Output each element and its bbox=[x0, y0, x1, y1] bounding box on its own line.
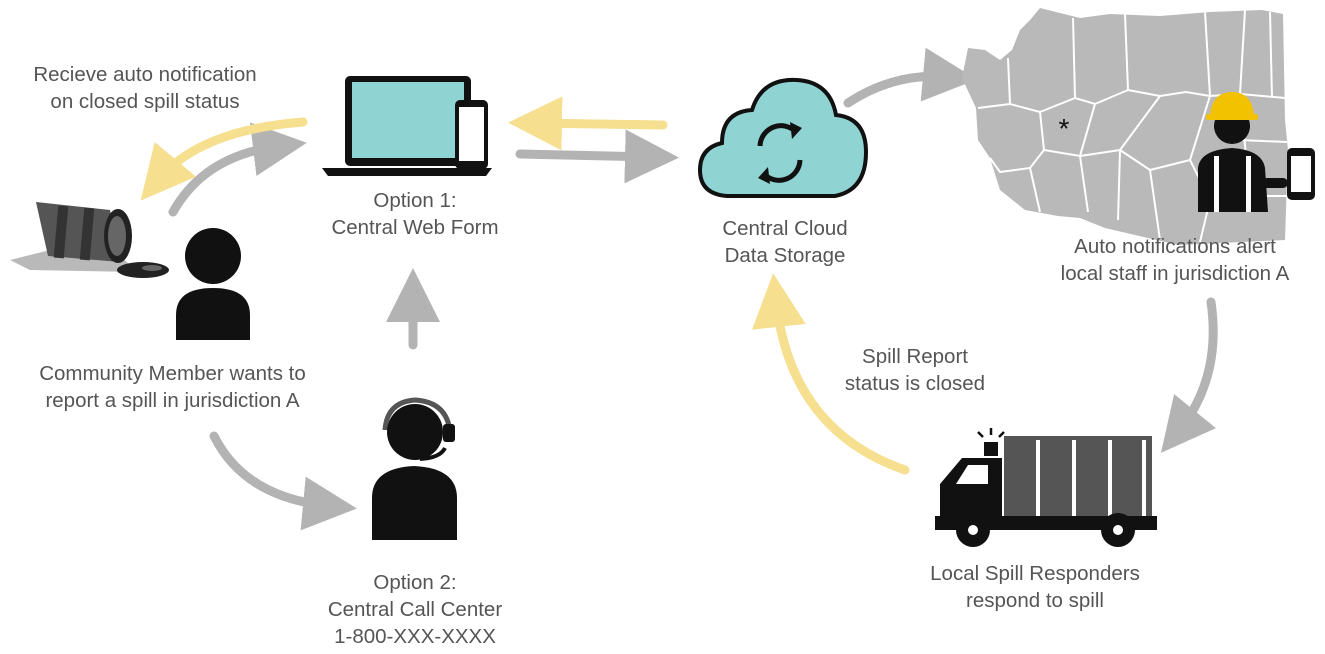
option-1-caption: Option 1: Central Web Form bbox=[300, 187, 530, 241]
local-responders-line-2: respond to spill bbox=[966, 589, 1104, 612]
local-responders-caption: Local Spill Responders respond to spill bbox=[880, 560, 1190, 614]
svg-text:*: * bbox=[1059, 113, 1070, 144]
community-member-caption: Community Member wants to report a spill… bbox=[0, 360, 345, 414]
cloud-caption-line-2: Data Storage bbox=[724, 244, 846, 267]
person-icon bbox=[176, 228, 250, 340]
option-1-name: Central Web Form bbox=[331, 216, 499, 239]
cloud-caption-line-1: Central Cloud bbox=[722, 217, 848, 240]
local-responders-line-1: Local Spill Responders bbox=[930, 562, 1140, 585]
notification-caption-line-1: Recieve auto notification bbox=[33, 63, 257, 86]
arrow-notify-community bbox=[140, 117, 308, 201]
notification-caption: Recieve auto notification on closed spil… bbox=[0, 61, 290, 115]
notification-caption-line-2: on closed spill status bbox=[50, 90, 240, 113]
report-closed-line-2: status is closed bbox=[844, 372, 986, 395]
auto-alert-caption: Auto notifications alert local staff in … bbox=[1030, 233, 1320, 287]
cloud-sync-icon bbox=[697, 77, 869, 198]
community-caption-line-1: Community Member wants to bbox=[39, 362, 306, 385]
report-closed-line-1: Spill Report bbox=[862, 345, 968, 368]
call-center-agent-icon bbox=[372, 397, 457, 540]
phone-icon bbox=[455, 100, 488, 169]
option-2-caption: Option 2: Central Call Center 1-800-XXX-… bbox=[300, 569, 530, 650]
spill-truck-icon bbox=[935, 428, 1157, 547]
option-1-title: Option 1: bbox=[373, 189, 457, 212]
arrow-truck-to-cloud bbox=[752, 273, 910, 475]
auto-alert-line-2: local staff in jurisdiction A bbox=[1060, 262, 1290, 285]
option-2-name: Central Call Center bbox=[327, 598, 503, 621]
report-closed-caption: Spill Report status is closed bbox=[810, 343, 1020, 397]
arrow-cloud-to-map bbox=[843, 47, 977, 108]
arrow-cloud-to-web bbox=[508, 96, 668, 151]
laptop-icon bbox=[322, 76, 492, 176]
arrow-community-to-call bbox=[209, 431, 357, 531]
arrow-web-to-cloud bbox=[515, 129, 679, 184]
auto-alert-line-1: Auto notifications alert bbox=[1074, 235, 1276, 258]
community-caption-line-2: report a spill in jurisdiction A bbox=[45, 389, 300, 412]
option-2-phone: 1-800-XXX-XXXX bbox=[334, 625, 496, 648]
oil-barrel-spill-icon bbox=[10, 202, 169, 278]
worker-icon bbox=[1198, 92, 1315, 212]
cloud-storage-caption: Central Cloud Data Storage bbox=[680, 215, 890, 269]
arrow-map-to-truck bbox=[1160, 297, 1218, 453]
option-2-title: Option 2: bbox=[373, 571, 457, 594]
